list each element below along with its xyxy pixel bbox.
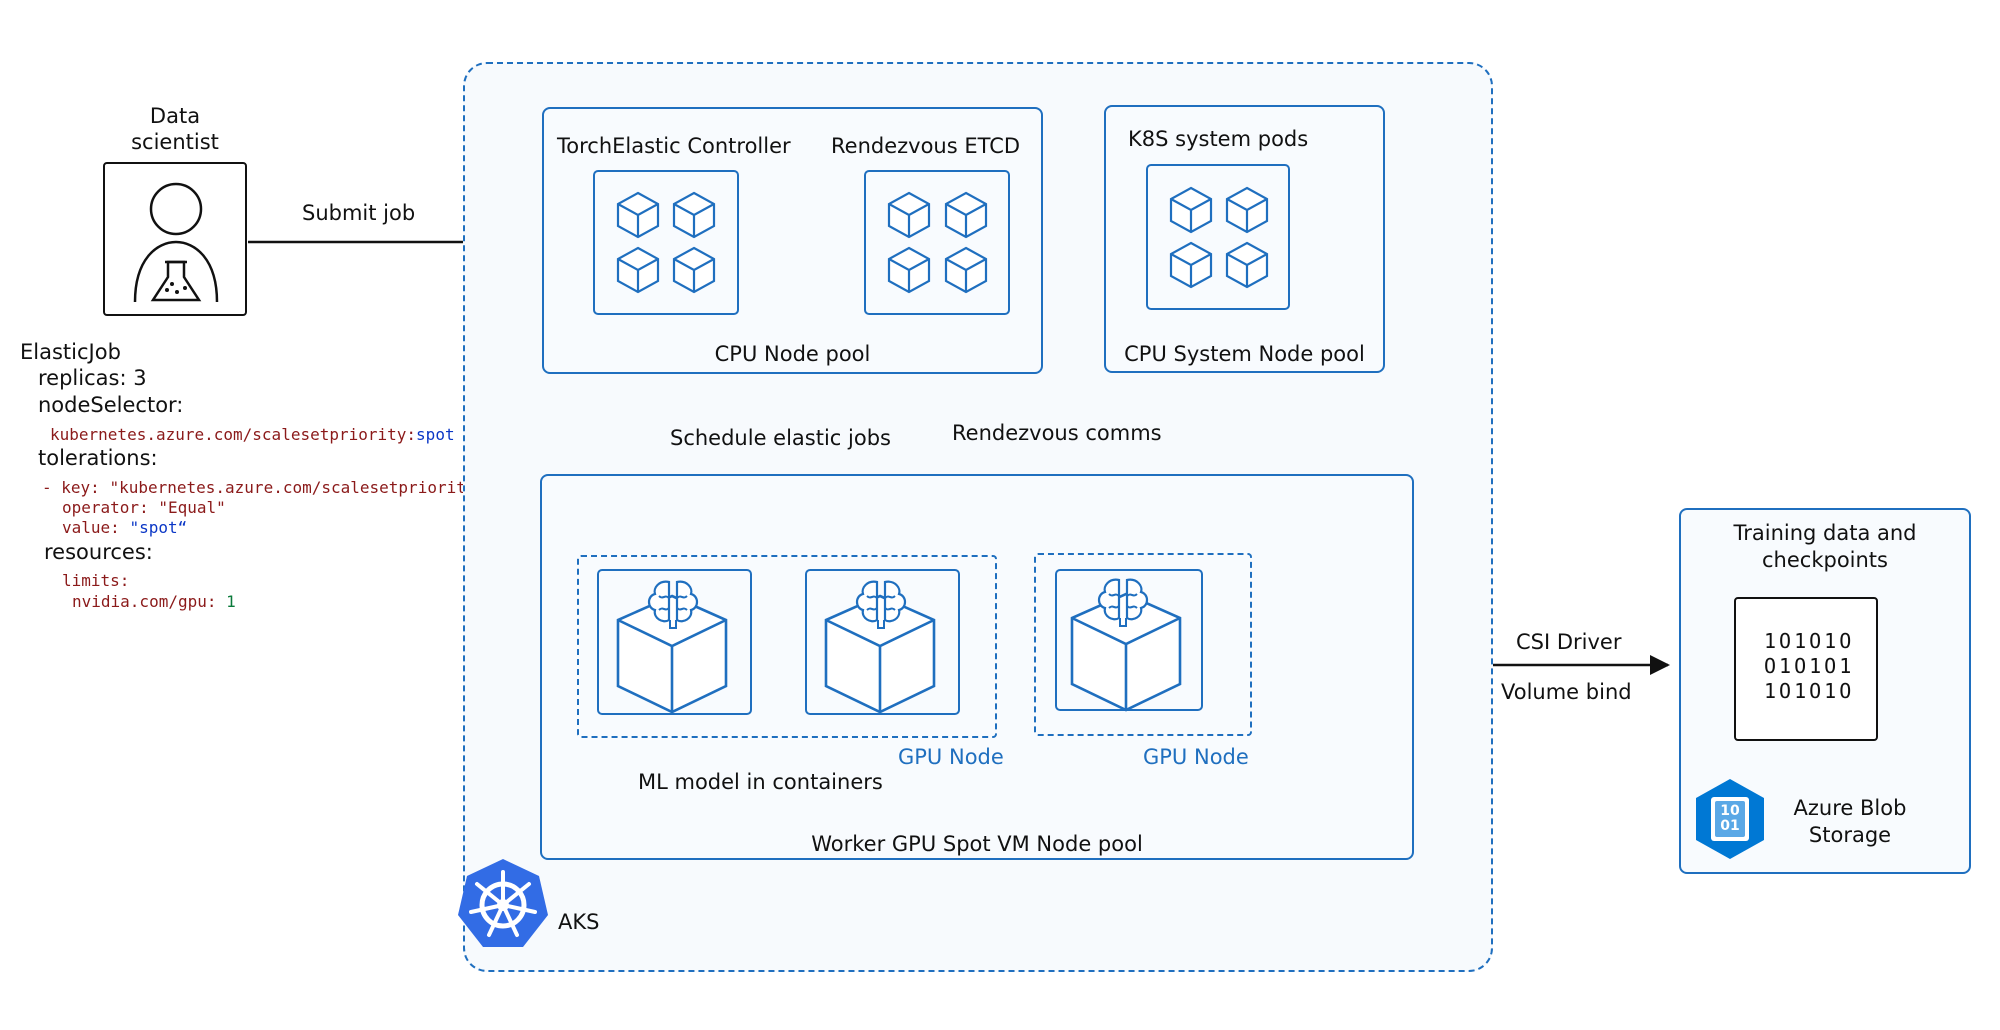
binary-line-2: O1O1O1: [1764, 654, 1855, 678]
etcd-label: Rendezvous ETCD: [831, 134, 1021, 158]
yaml-tol-value-line: value: "spot“: [62, 518, 187, 537]
k8s-system-pods-label: K8S system pods: [1128, 127, 1309, 151]
blob-icon-text: 10 01: [1720, 803, 1740, 834]
elasticjob-title: ElasticJob: [20, 340, 121, 364]
gpu-node-2-label: GPU Node: [1143, 745, 1249, 769]
csi-driver-label: CSI Driver: [1516, 630, 1622, 654]
volume-bind-label: Volume bind: [1501, 680, 1632, 704]
yaml-resources: resources:: [44, 540, 153, 564]
yaml-gpu-line: nvidia.com/gpu: 1: [72, 592, 236, 611]
yaml-tol-operator-line: operator: "Equal": [62, 498, 226, 517]
schedule-elastic-jobs-label: Schedule elastic jobs: [670, 426, 891, 450]
worker-gpu-node-pool-label: Worker GPU Spot VM Node pool: [811, 832, 1143, 856]
tol-operator-value: "Equal": [158, 498, 226, 517]
controller-label: TorchElastic Controller: [557, 134, 791, 158]
yaml-node-selector-line: kubernetes.azure.com/scalesetpriority:sp…: [50, 425, 455, 444]
node-selector-key: kubernetes.azure.com/scalesetpriority:: [50, 425, 417, 444]
scientist-icon: [133, 182, 219, 303]
cpu-system-node-pool-label: CPU System Node pool: [1124, 342, 1365, 366]
data-file-card: 1O1O1O O1O1O1 1O1O1O: [1734, 597, 1878, 741]
tol-value-prefix: value:: [62, 518, 130, 537]
data-scientist-label: Data scientist: [131, 104, 219, 154]
tol-value-value: "spot“: [129, 518, 188, 537]
gpu-key: nvidia.com/gpu:: [72, 592, 227, 611]
yaml-limits: limits:: [62, 571, 130, 590]
rendezvous-comms-label: Rendezvous comms: [952, 421, 1162, 445]
gpu-node-1-label: GPU Node: [898, 745, 1004, 769]
yaml-replicas: replicas: 3: [38, 366, 147, 390]
tol-key-prefix: - key:: [42, 478, 110, 497]
gpu-value: 1: [226, 592, 236, 611]
gpu-node-2: [1034, 553, 1252, 736]
training-data-label: Training data and checkpoints: [1733, 521, 1917, 572]
ml-model-label: ML model in containers: [638, 770, 883, 794]
azure-blob-storage-icon: 10 01: [1692, 777, 1768, 861]
binary-line-1: 1O1O1O: [1764, 629, 1855, 653]
aks-label: AKS: [558, 910, 600, 934]
yaml-tolerations: tolerations:: [38, 446, 158, 470]
cpu-node-pool-label: CPU Node pool: [714, 342, 871, 366]
tol-key-value: "kubernetes.azure.com/scalesetpriority": [109, 478, 486, 497]
submit-job-label: Submit job: [302, 201, 416, 225]
binary-line-3: 1O1O1O: [1764, 679, 1855, 703]
yaml-tol-key-line: - key: "kubernetes.azure.com/scalesetpri…: [42, 478, 485, 497]
gpu-node-1: [577, 555, 997, 738]
tol-operator-prefix: operator:: [62, 498, 159, 517]
node-selector-value: spot: [416, 425, 455, 444]
azure-blob-storage-label: Azure Blob Storage: [1793, 796, 1907, 847]
yaml-node-selector: nodeSelector:: [38, 393, 184, 417]
data-scientist-card: [103, 162, 247, 316]
